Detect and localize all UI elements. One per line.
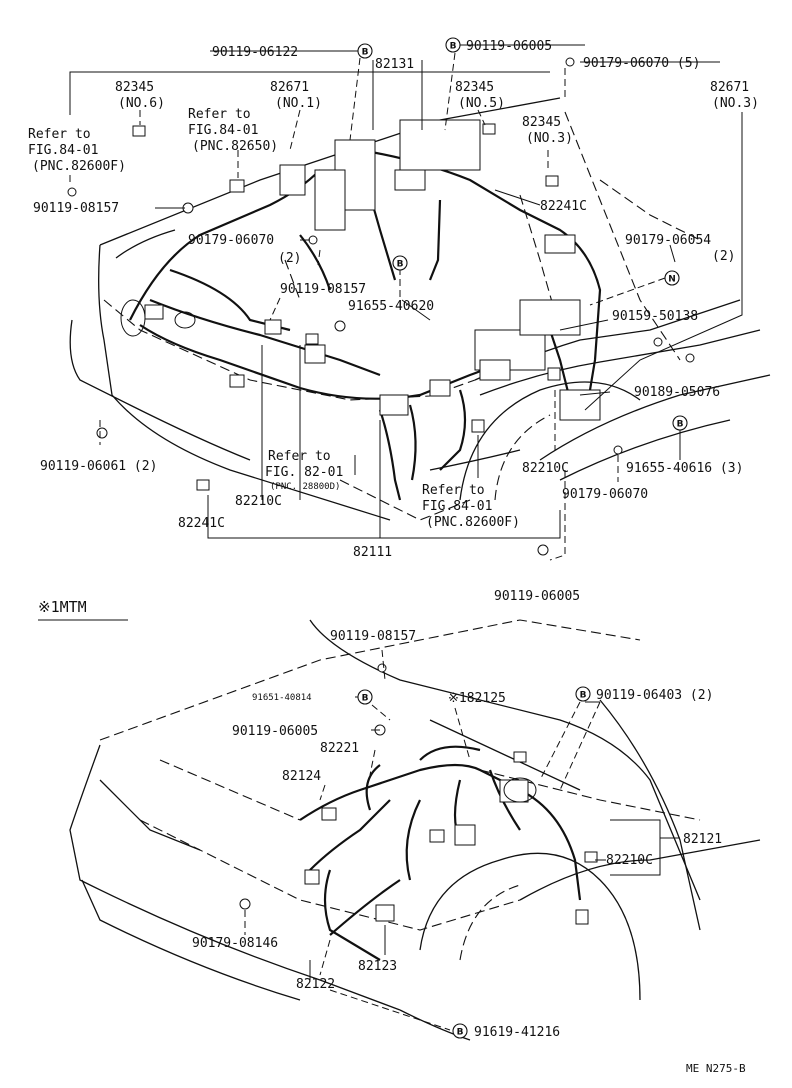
part-label: 82210C [606, 853, 653, 868]
part-label: 82131 [375, 57, 414, 72]
b-mark-text: B [362, 694, 369, 704]
part-label: 82124 [282, 769, 321, 784]
b-mark-text: B [677, 420, 684, 430]
clip-icon [132, 125, 146, 137]
part-label: 90189-05076 [634, 385, 720, 400]
part-label: (NO.6) [118, 96, 165, 111]
part-label: 82111 [353, 545, 392, 560]
reference-label: (PNC. 28800D) [270, 482, 340, 492]
footer-code: ME N275-B [686, 1062, 746, 1075]
part-label: (NO.1) [275, 96, 322, 111]
b-mark-text: B [450, 42, 457, 52]
reference-label: Refer to [188, 107, 251, 122]
part-label: 82241C [540, 199, 587, 214]
part-label: (2) [712, 249, 735, 264]
part-label: 82671 [710, 80, 749, 95]
part-label: 82123 [358, 959, 397, 974]
part-label: 90179-06054 [625, 233, 711, 248]
part-label: 91651-40814 [252, 693, 312, 703]
b-mark-text: B [362, 48, 369, 58]
part-label: 90159-50138 [612, 309, 698, 324]
top-engine-bay-illustration [67, 57, 771, 556]
part-label: 90119-06005 [494, 589, 580, 604]
part-label: 90119-06122 [212, 45, 298, 60]
reference-label: (PNC.82600F) [32, 159, 126, 174]
part-label: 82210C [235, 494, 282, 509]
b-mark-text: B [580, 691, 587, 701]
part-label: 90179-08146 [192, 936, 278, 951]
part-label: 82241C [178, 516, 225, 531]
part-label: 90119-08157 [330, 629, 416, 644]
part-label: 90119-06005 [232, 724, 318, 739]
top-marks: B B B N B [357, 37, 688, 431]
reference-label: Refer to [422, 483, 485, 498]
part-label: (NO.5) [458, 96, 505, 111]
top-part-labels: 90119-06122 82131 90119-06005 90179-0607… [28, 39, 759, 604]
part-label: 82345 [115, 80, 154, 95]
bottom-part-labels: 90119-08157 91651-40814 ※182125 90119-06… [192, 629, 722, 1040]
part-label: 90119-08157 [33, 201, 119, 216]
part-label: (NO.3) [712, 96, 759, 111]
part-label: 82121 [683, 832, 722, 847]
n-mark-text: N [668, 275, 676, 285]
part-label: 82671 [270, 80, 309, 95]
part-label: 82122 [296, 977, 335, 992]
reference-label: Refer to [28, 127, 91, 142]
bottom-marks: B B B [357, 686, 591, 1039]
part-label: 90179-06070 [562, 487, 648, 502]
reference-label: (PNC.82600F) [426, 515, 520, 530]
b-mark-text: B [397, 260, 404, 270]
section-header: ※1MTM [38, 598, 87, 616]
bolt-icon [67, 187, 77, 197]
part-label: 82345 [455, 80, 494, 95]
part-label: (2) [278, 251, 301, 266]
reference-label: Refer to [268, 449, 331, 464]
part-label: 82345 [522, 115, 561, 130]
part-label: 91655-40616 (3) [626, 461, 743, 476]
part-label: 90179-06070 (5) [583, 56, 700, 71]
reference-label: FIG.84-01 [28, 143, 98, 158]
part-label: 82210C [522, 461, 569, 476]
part-label: 90119-06403 (2) [596, 688, 713, 703]
n-mark-icon [664, 270, 680, 286]
part-label: 91655-40620 [348, 299, 434, 314]
part-label: 91619-41216 [474, 1025, 560, 1040]
part-label: 90119-08157 [280, 282, 366, 297]
part-label: 90119-06005 [466, 39, 552, 54]
reference-label: FIG.84-01 [188, 123, 258, 138]
part-label: 90119-06061 (2) [40, 459, 157, 474]
part-label: ※182125 [448, 691, 506, 706]
reference-label: FIG. 82-01 [265, 465, 343, 480]
bottom-leader-lines [244, 649, 680, 1031]
top-leader-lines [69, 44, 743, 561]
b-mark-text: B [457, 1028, 464, 1038]
reference-label: (PNC.82650) [192, 139, 278, 154]
b-mark-icon [357, 43, 373, 59]
part-label: (NO.3) [526, 131, 573, 146]
reference-label: FIG.84-01 [422, 499, 492, 514]
part-label: 90179-06070 [188, 233, 274, 248]
bottom-engine-bay-illustration [69, 619, 761, 1041]
part-label: 82221 [320, 741, 359, 756]
